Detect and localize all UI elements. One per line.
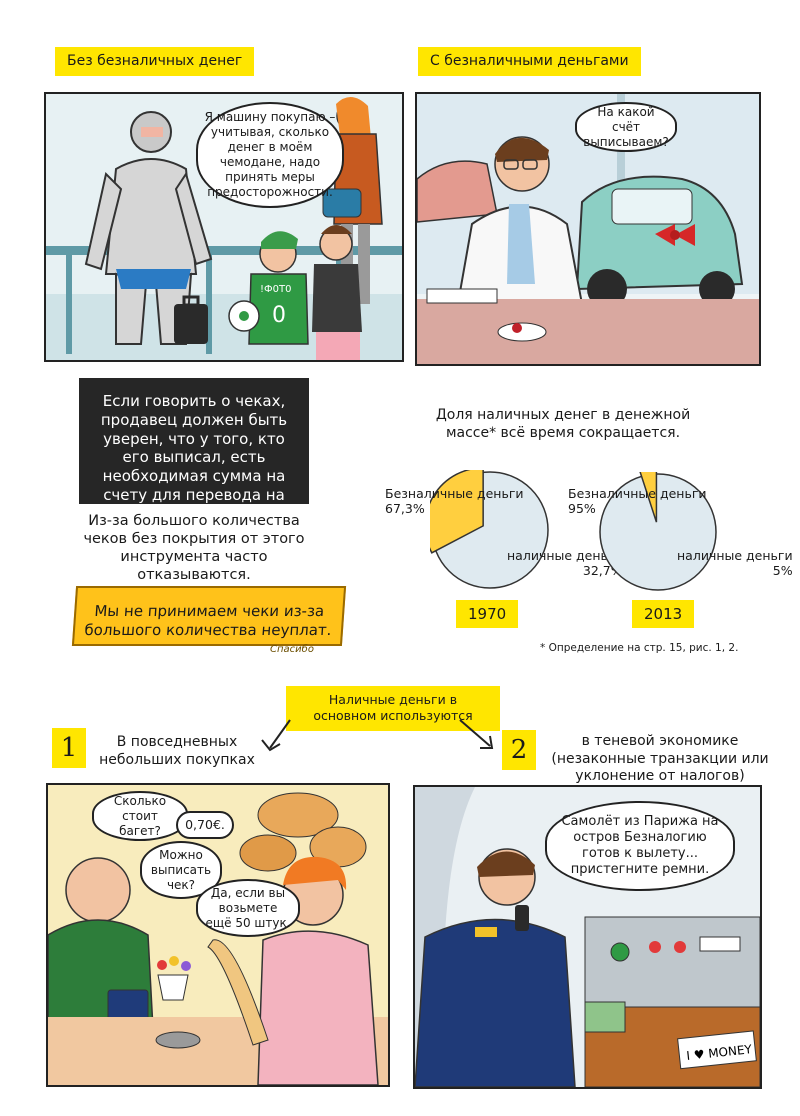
knight-speech-bubble: Я машину покупаю – учитывая, сколько ден… xyxy=(196,102,344,208)
dealer-figure xyxy=(455,136,584,311)
year-1970-tag: 1970 xyxy=(456,600,519,628)
dealer-panel: На какой счёт выписываем? xyxy=(415,92,761,366)
checks-note: Из-за большого количества чеков без покр… xyxy=(83,513,305,584)
pie-2013 xyxy=(599,472,717,591)
checks-info-box: Если говорить о чеках, продавец должен б… xyxy=(79,378,309,523)
pie-2013-noncash-label: Безналичные деньги 95% xyxy=(568,486,707,516)
panel-tag-with-cashless: С безналичными деньгами xyxy=(418,47,641,76)
pie-1970-noncash-value: 67,3% xyxy=(385,501,425,516)
money-sticker: I ♥ MONEY xyxy=(686,1042,753,1063)
share-caption: Доля наличных денег в денежной массе* вс… xyxy=(435,407,691,441)
item-2-number: 2 xyxy=(502,730,536,770)
dealer-speech-bubble: На какой счёт выписываем? xyxy=(575,102,677,152)
pie-2013-noncash-value: 95% xyxy=(568,501,596,516)
pie-2013-cash-value: 5% xyxy=(772,563,793,578)
teal-car xyxy=(575,175,744,309)
pilot-panel: I ♥ MONEY Самолёт из Парижа на остров Бе… xyxy=(413,785,762,1089)
baguette-price-answer: 0,70€. xyxy=(176,811,234,839)
bakery-panel: Сколько стоит багет? 0,70€. Можно выписа… xyxy=(46,783,390,1087)
item-1-text: В повседневных небольших покупках xyxy=(99,734,255,768)
split-arrows xyxy=(261,719,494,752)
pie-2013-cash-label: наличные деньги 5% xyxy=(677,548,793,578)
knight-panel: !Ф0Т0 0 Я машину покупаю – учитывая, ско… xyxy=(44,92,404,362)
shirt-number: 0 xyxy=(272,303,286,328)
baguette-price-question: Сколько стоит багет? xyxy=(92,791,188,841)
panel-tag-no-cashless: Без безналичных денег xyxy=(55,47,255,76)
boy-brown-figure xyxy=(312,225,362,360)
sign-signature: Спасибо xyxy=(270,644,314,655)
pie-1970 xyxy=(430,470,549,589)
boy-green-figure: !Ф0Т0 0 xyxy=(228,231,309,345)
check-answer: Да, если вы возьмете ещё 50 штук. xyxy=(196,879,300,937)
pie-1970-cash-slice xyxy=(430,470,484,554)
pilot-speech-bubble: Самолёт из Парижа на остров Безналогию г… xyxy=(545,801,735,891)
footnote: * Определение на стр. 15, рис. 1, 2. xyxy=(540,642,739,654)
pilot-figure xyxy=(415,848,576,1087)
pie-2013-cash-slice xyxy=(639,472,658,523)
baker-woman-figure xyxy=(207,856,379,1085)
no-checks-sign: Мы не принимаем чеки из-за большого коли… xyxy=(71,586,347,646)
pie-2013-noncash-slice xyxy=(599,473,717,591)
year-2013-tag: 2013 xyxy=(632,600,695,628)
shirt-text: !Ф0Т0 xyxy=(260,284,291,295)
knight-figure xyxy=(84,111,213,345)
item-2-text: в теневой экономике (незаконные транзакц… xyxy=(551,733,769,784)
pie-1970-noncash-label: Безналичные деньги 67,3% xyxy=(385,486,524,516)
item-1-number: 1 xyxy=(52,728,86,768)
